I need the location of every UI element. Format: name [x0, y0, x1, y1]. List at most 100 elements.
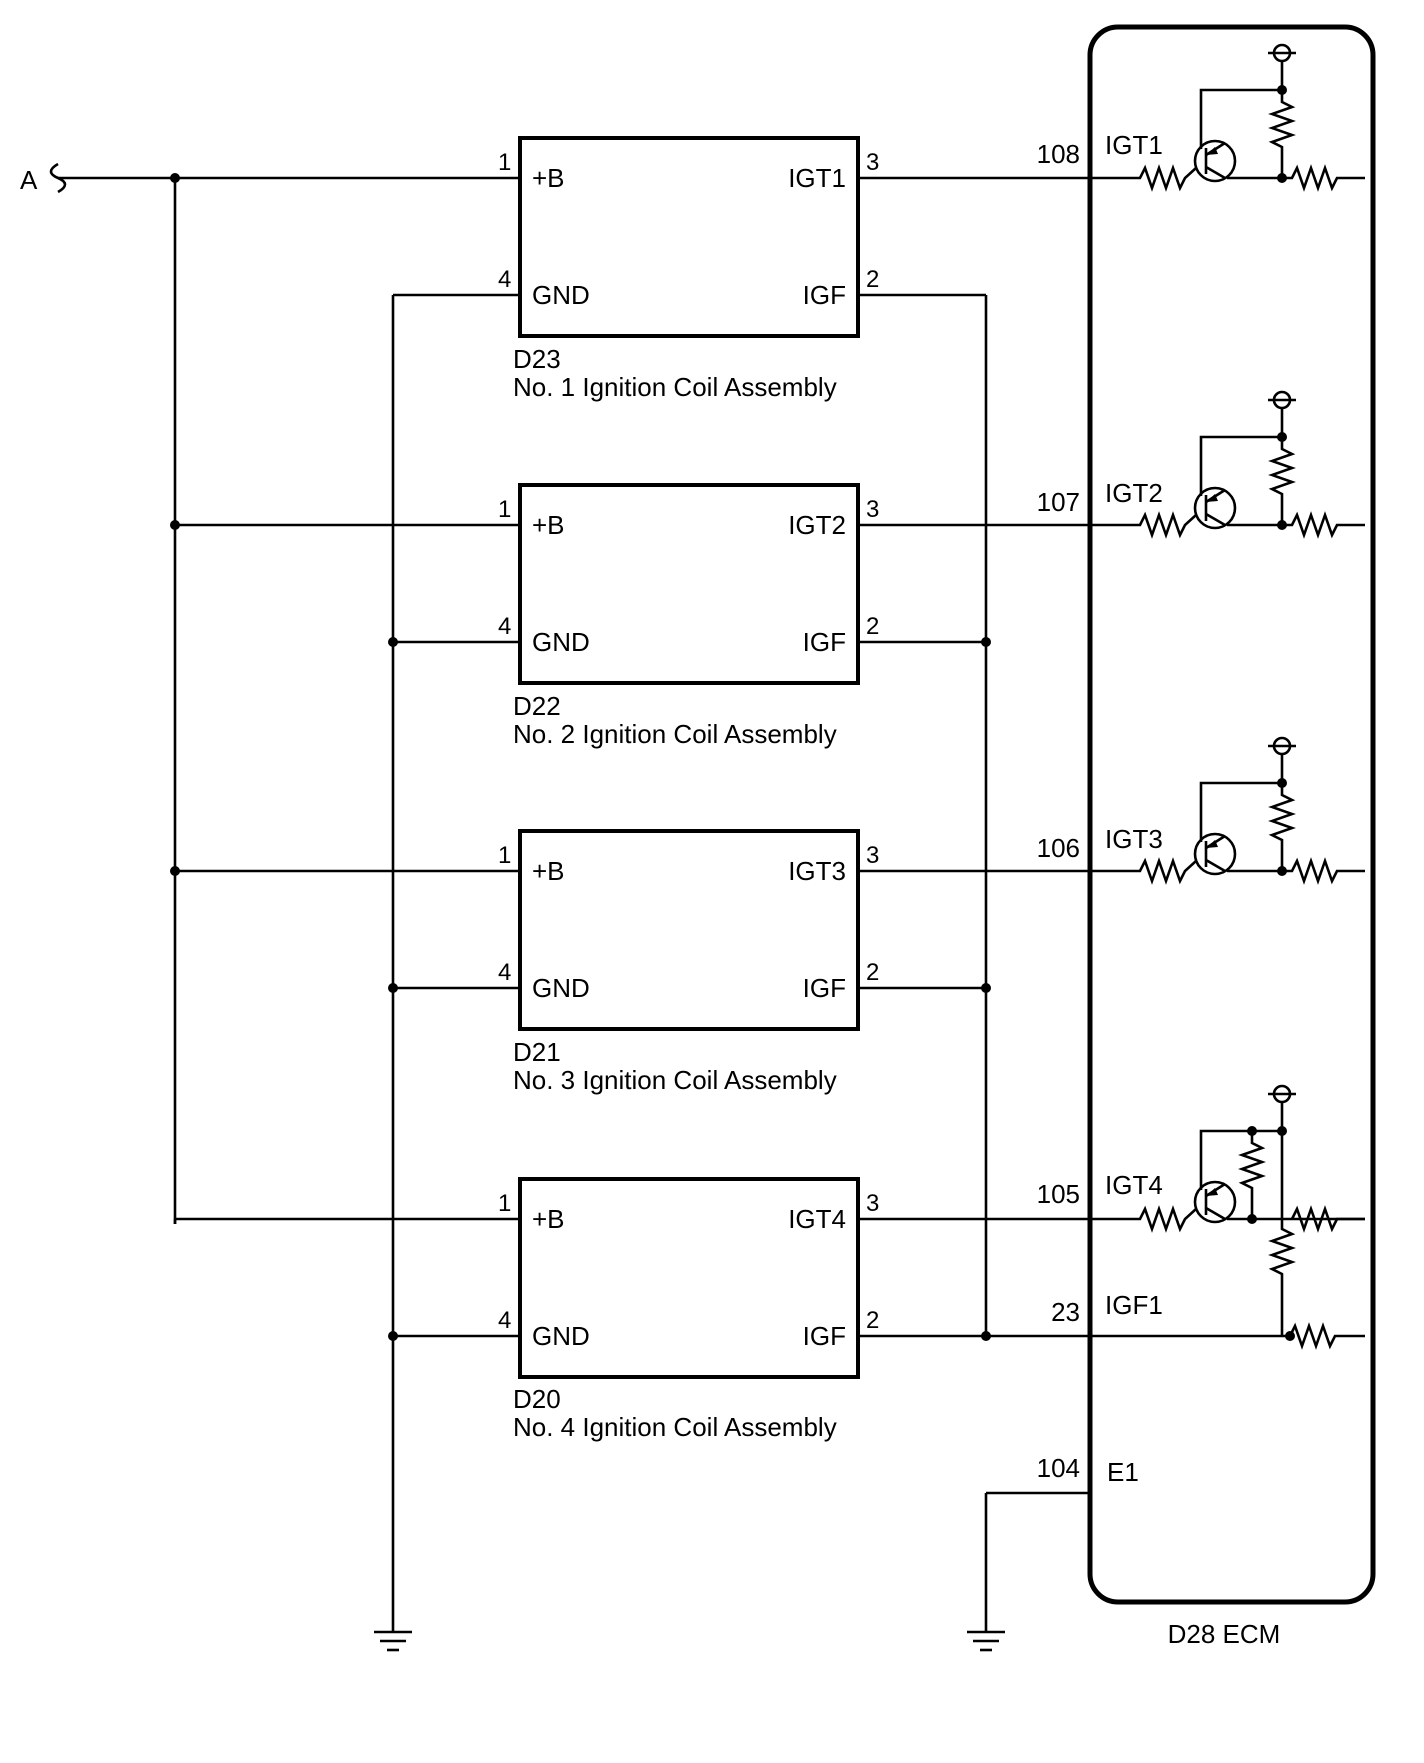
component-code: D22	[513, 691, 561, 721]
pin-number: 4	[498, 613, 511, 640]
component-name: No. 2 Ignition Coil Assembly	[513, 719, 837, 749]
ecm-pin-number: 106	[1037, 833, 1080, 863]
transistor-collector-line	[1205, 1206, 1226, 1221]
resistor-icon	[1238, 1131, 1266, 1219]
pin-number: 4	[498, 1307, 511, 1334]
wire-internal	[1199, 781, 1282, 842]
ecm-box	[1087, 24, 1376, 1605]
component-name: No. 3 Ignition Coil Assembly	[513, 1065, 837, 1095]
terminal-label: IGT3	[788, 856, 846, 886]
ground-icon	[967, 1630, 1005, 1652]
terminal-label: GND	[532, 1321, 590, 1351]
resistor-icon	[1090, 857, 1197, 885]
pin-number: 1	[498, 1190, 511, 1217]
pin-number: 4	[498, 959, 511, 986]
ecm-terminal-label: IGT2	[1105, 478, 1163, 508]
junction-dot	[388, 983, 398, 993]
transistor-arrow	[1206, 494, 1218, 502]
pin-number: 3	[866, 842, 879, 869]
ecm-pin-number: 108	[1037, 139, 1080, 169]
terminal-label: GND	[532, 280, 590, 310]
coil-d23: 1 4 3 2 +B GND IGT1 IGF D23 No. 1 Igniti…	[175, 136, 1090, 402]
ecm-pin-number: 104	[1037, 1453, 1080, 1483]
terminal-label: IGF	[803, 280, 846, 310]
ecm-igf-input-circuit	[1090, 1322, 1365, 1350]
resistor-icon	[1268, 437, 1296, 525]
terminal-label: IGF	[803, 1321, 846, 1351]
ecm-title: D28 ECM	[1168, 1619, 1281, 1649]
transistor-collector-line	[1205, 858, 1226, 873]
junction-dot	[981, 637, 991, 647]
ecm-terminal-label: IGT3	[1105, 824, 1163, 854]
ecm-terminal-label: E1	[1107, 1457, 1139, 1487]
terminal-label: +B	[532, 856, 565, 886]
junction-dot	[1247, 1126, 1257, 1136]
transistor-arrow	[1206, 840, 1218, 848]
terminal-label: IGF	[803, 627, 846, 657]
coil-d22: 1 4 3 2 +B GND IGT2 IGF D22 No. 2 Igniti…	[170, 483, 1090, 749]
terminal-label: +B	[532, 510, 565, 540]
coil-d21: 1 4 3 2 +B GND IGT3 IGF D21 No. 3 Igniti…	[170, 829, 1090, 1095]
coil-box	[518, 1177, 860, 1379]
pin-number: 4	[498, 266, 511, 293]
resistor-icon	[1268, 90, 1296, 178]
pin-number: 2	[866, 613, 879, 640]
terminal-label: GND	[532, 627, 590, 657]
transistor-collector-line	[1205, 165, 1226, 180]
ecm-terminal-label: IGF1	[1105, 1290, 1163, 1320]
component-code: D23	[513, 344, 561, 374]
pin-number: 3	[866, 149, 879, 176]
wire-internal	[1199, 88, 1282, 149]
resistor-icon	[1282, 164, 1365, 192]
component-name: No. 1 Ignition Coil Assembly	[513, 372, 837, 402]
terminal-label: +B	[532, 163, 565, 193]
junction-dot	[170, 520, 180, 530]
ecm-pin-number: 107	[1037, 487, 1080, 517]
junction-dot	[981, 983, 991, 993]
pin-number: 1	[498, 496, 511, 523]
component-code: D21	[513, 1037, 561, 1067]
pin-number: 2	[866, 1307, 879, 1334]
ecm-pin-number: 23	[1051, 1297, 1080, 1327]
ecm-pin-number: 105	[1037, 1179, 1080, 1209]
ground-icon	[374, 1630, 412, 1652]
coil-d20: 1 4 3 2 +B GND IGT4 IGF D20 No. 4 Igniti…	[175, 1177, 1092, 1442]
pin-number: 2	[866, 266, 879, 293]
ecm-terminal-label: IGT1	[1105, 130, 1163, 160]
transistor-collector-line	[1205, 512, 1226, 527]
coil-box	[518, 829, 860, 1031]
terminal-label: IGT2	[788, 510, 846, 540]
ecm-terminal-label: IGT4	[1105, 1170, 1163, 1200]
junction-dot	[388, 1331, 398, 1341]
terminal-label: +B	[532, 1204, 565, 1234]
terminal-label: IGT1	[788, 163, 846, 193]
component-code: D20	[513, 1384, 561, 1414]
resistor-icon	[1268, 1131, 1296, 1336]
terminal-label: IGF	[803, 973, 846, 1003]
resistor-icon	[1282, 511, 1365, 539]
junction-dot	[170, 866, 180, 876]
resistor-icon	[1090, 1205, 1197, 1233]
resistor-icon	[1282, 857, 1365, 885]
junction-dot	[1247, 1214, 1257, 1224]
wire-internal	[1199, 435, 1282, 496]
terminal-label: GND	[532, 973, 590, 1003]
transistor-arrow	[1206, 1188, 1218, 1196]
pin-number: 1	[498, 149, 511, 176]
pin-number: 2	[866, 959, 879, 986]
pin-number: 3	[866, 496, 879, 523]
resistor-icon	[1290, 1205, 1365, 1233]
component-name: No. 4 Ignition Coil Assembly	[513, 1412, 837, 1442]
transistor-arrow	[1206, 147, 1218, 155]
junction-dot	[388, 637, 398, 647]
resistor-icon	[1090, 511, 1197, 539]
source-label: A	[20, 165, 38, 195]
pin-number: 3	[866, 1190, 879, 1217]
coil-box	[518, 483, 860, 685]
resistor-icon	[1268, 783, 1296, 871]
pin-number: 1	[498, 842, 511, 869]
resistor-icon	[1090, 164, 1197, 192]
coil-box	[518, 136, 860, 338]
terminal-label: IGT4	[788, 1204, 846, 1234]
